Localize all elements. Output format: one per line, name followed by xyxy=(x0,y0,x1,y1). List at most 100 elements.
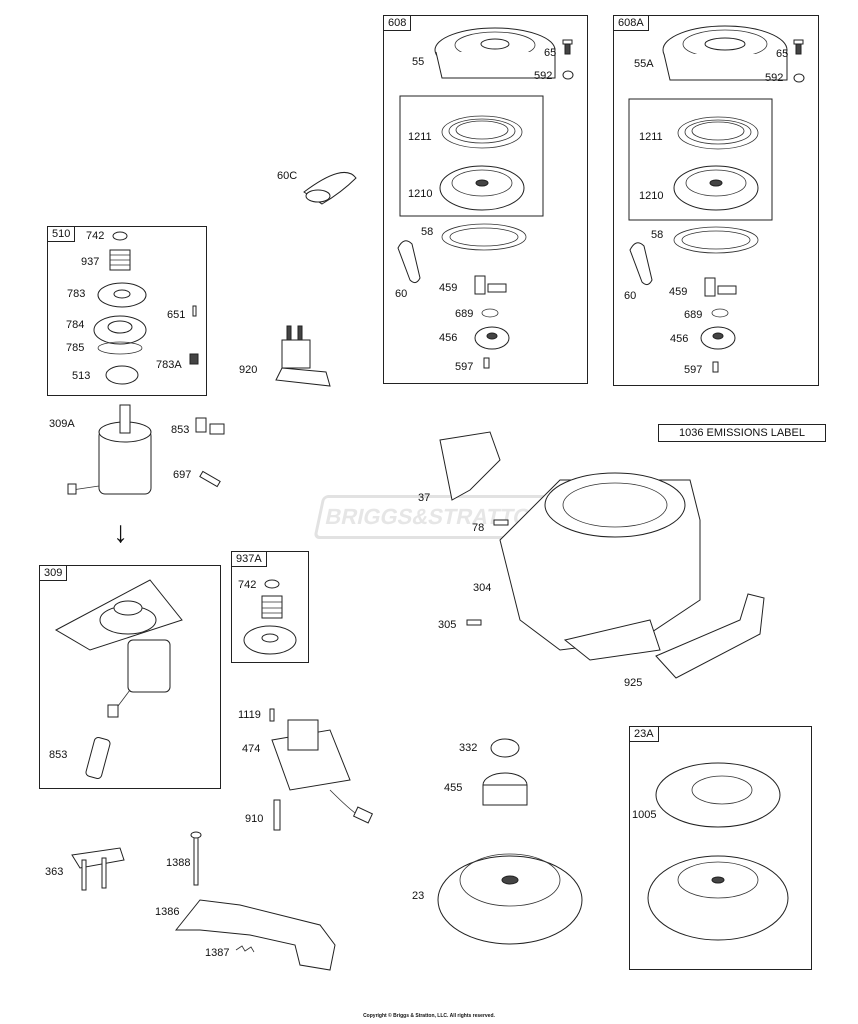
bolt-1388 xyxy=(190,831,202,886)
group-box-608a: 608A xyxy=(613,15,819,386)
spring-937a xyxy=(261,595,283,619)
retainer-456 xyxy=(474,326,510,350)
group-tag-510: 510 xyxy=(47,226,76,242)
callout-697: 697 xyxy=(173,469,192,481)
callout-689a: 689 xyxy=(684,309,703,321)
callout-592: 592 xyxy=(534,70,553,82)
callout-689: 689 xyxy=(455,308,474,320)
pawl-459 xyxy=(474,275,507,295)
callout-459: 459 xyxy=(439,282,458,294)
callout-1005: 1005 xyxy=(632,809,657,821)
group-tag-608: 608 xyxy=(383,15,412,31)
callout-55: 55 xyxy=(412,56,425,68)
callout-1210a: 1210 xyxy=(639,190,664,202)
stud-910 xyxy=(273,799,281,831)
callout-1388: 1388 xyxy=(166,857,191,869)
bolt-65a xyxy=(793,39,804,55)
control-363 xyxy=(71,847,125,891)
group-box-510: 510 xyxy=(47,226,207,396)
flywheel-23a xyxy=(647,855,789,941)
clip-689 xyxy=(481,308,499,318)
retainer-456a xyxy=(700,326,736,350)
group-box-23a: 23A xyxy=(629,726,812,970)
group-tag-608a: 608A xyxy=(613,15,649,31)
bolt-65 xyxy=(562,39,573,55)
pin-651 xyxy=(192,305,197,317)
callout-784: 784 xyxy=(66,319,85,331)
callout-853b: 853 xyxy=(49,749,68,761)
clutch-784 xyxy=(93,315,147,345)
emissions-label: 1036 EMISSIONS LABEL xyxy=(658,424,826,442)
callout-309a: 309A xyxy=(49,418,75,430)
callout-742: 742 xyxy=(86,230,105,242)
callout-455: 455 xyxy=(444,782,463,794)
callout-60: 60 xyxy=(395,288,408,300)
solenoid-920 xyxy=(275,325,331,387)
screw-1119 xyxy=(269,708,275,722)
nut-742b xyxy=(264,579,280,589)
callout-78: 78 xyxy=(472,522,485,534)
callout-60a: 60 xyxy=(624,290,637,302)
callout-925: 925 xyxy=(624,677,643,689)
callout-23: 23 xyxy=(412,890,425,902)
bracket-37 xyxy=(439,431,501,501)
group-tag-937a: 937A xyxy=(231,551,267,567)
callout-597: 597 xyxy=(455,361,474,373)
armature-474 xyxy=(271,719,374,824)
brake-bracket-1386 xyxy=(174,899,336,971)
connector-853b xyxy=(85,737,111,779)
rope-58a xyxy=(673,226,759,254)
callout-304: 304 xyxy=(473,582,492,594)
callout-742b: 742 xyxy=(238,579,257,591)
screw-597 xyxy=(483,357,490,369)
callout-920: 920 xyxy=(239,364,258,376)
callout-785: 785 xyxy=(66,342,85,354)
callout-1387: 1387 xyxy=(205,947,230,959)
handle-60a xyxy=(629,242,653,286)
callout-651: 651 xyxy=(167,309,186,321)
screw-597a xyxy=(712,361,719,373)
pulley-1210 xyxy=(439,165,525,211)
callout-937: 937 xyxy=(81,256,100,268)
fan-retainer-455 xyxy=(482,772,528,806)
callout-456a: 456 xyxy=(670,333,689,345)
starter-assembly-309 xyxy=(54,579,183,718)
cover-785 xyxy=(97,341,143,355)
callout-513: 513 xyxy=(72,370,91,382)
callout-456: 456 xyxy=(439,332,458,344)
callout-853: 853 xyxy=(171,424,190,436)
callout-305: 305 xyxy=(438,619,457,631)
flywheel-23 xyxy=(437,853,583,945)
nut-332 xyxy=(490,738,520,758)
spring-937 xyxy=(109,249,131,271)
callout-1210: 1210 xyxy=(408,188,433,200)
nut-742 xyxy=(112,231,128,241)
callout-65a: 65 xyxy=(776,48,789,60)
callout-58: 58 xyxy=(421,226,434,238)
callout-55a: 55A xyxy=(634,58,654,70)
screw-697 xyxy=(199,470,221,488)
spring-1387 xyxy=(235,945,255,953)
screw-78 xyxy=(493,519,509,526)
recoil-housing-55a xyxy=(662,25,788,81)
group-tag-23a: 23A xyxy=(629,726,659,742)
bushing-783a xyxy=(189,353,199,365)
callout-1119: 1119 xyxy=(238,709,261,721)
callout-474: 474 xyxy=(242,743,261,755)
callout-459a: 459 xyxy=(669,286,688,298)
connector-853 xyxy=(195,417,225,435)
down-arrow-icon: ↓ xyxy=(113,516,128,549)
callout-37: 37 xyxy=(418,492,431,504)
screw-305 xyxy=(466,619,482,626)
spring-1211 xyxy=(441,115,523,149)
callout-60c: 60C xyxy=(277,170,298,182)
group-tag-309: 309 xyxy=(39,565,68,581)
copyright-notice: Copyright © Briggs & Stratton, LLC. All … xyxy=(363,1013,495,1019)
callout-65: 65 xyxy=(544,47,557,59)
callout-592a: 592 xyxy=(765,72,784,84)
spring-1211a xyxy=(677,116,759,150)
pulley-1210a xyxy=(673,165,759,211)
group-box-937a: 937A xyxy=(231,551,309,663)
